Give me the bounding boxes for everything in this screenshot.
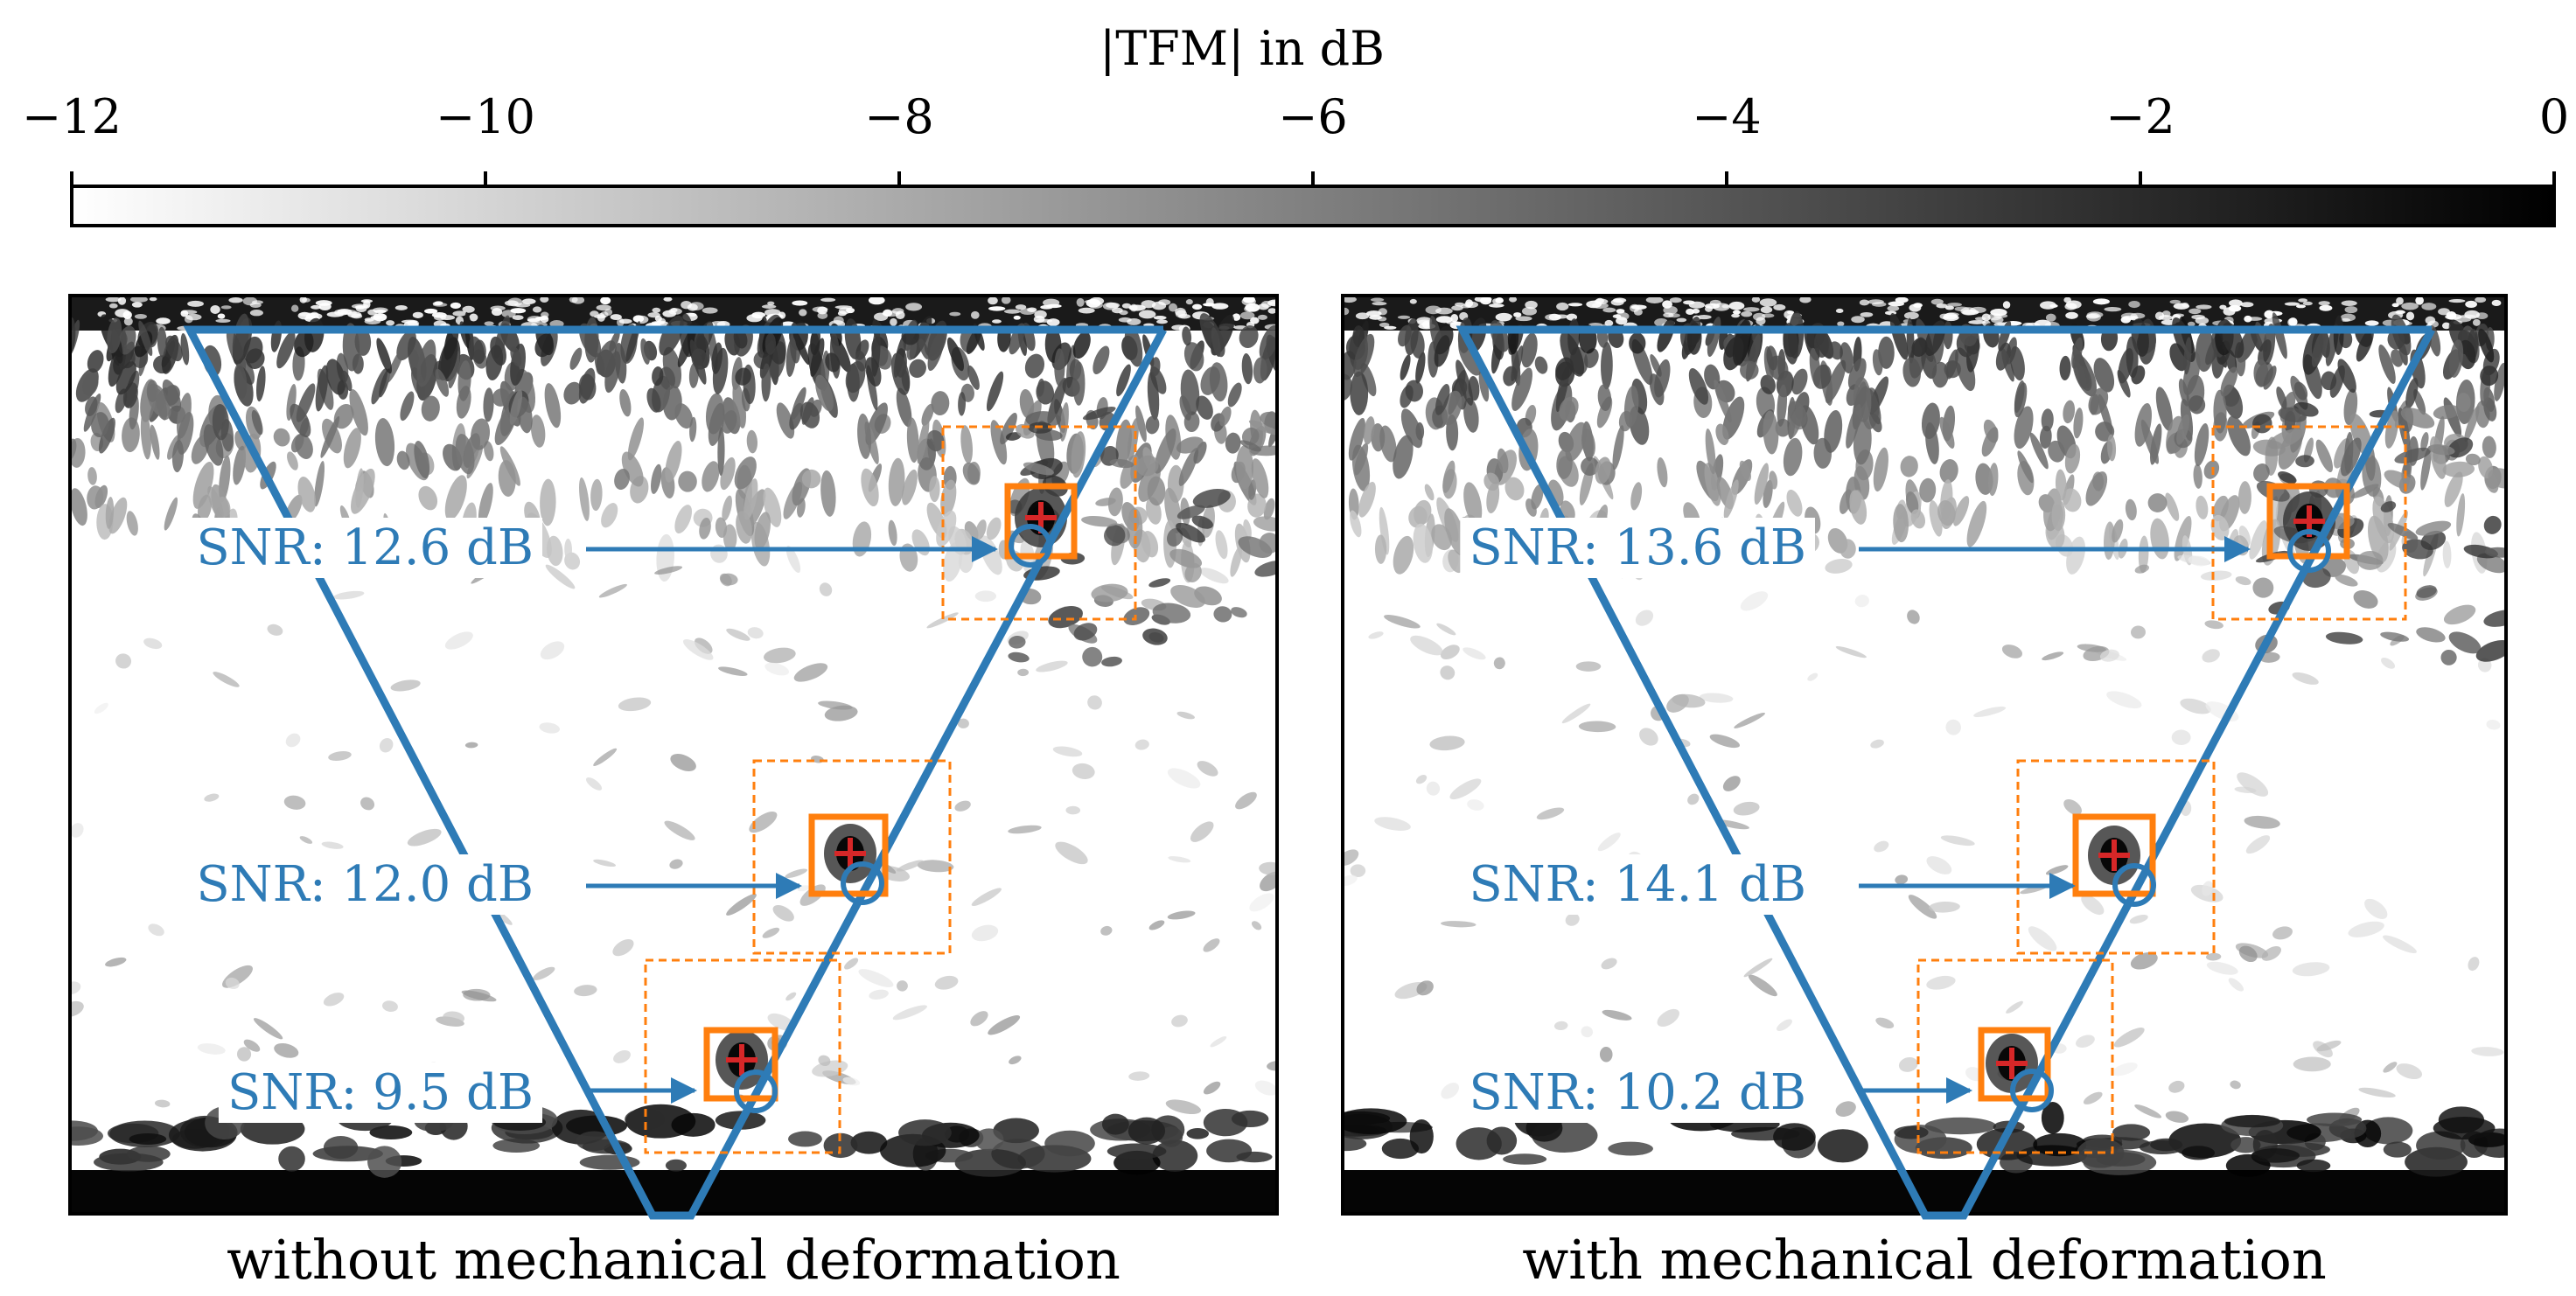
true-position-marker [726, 1044, 757, 1076]
defect-box [1004, 483, 1078, 560]
snr-label-background [1460, 854, 1815, 915]
estimated-position-marker [841, 861, 884, 905]
ray-path [1456, 325, 2435, 1220]
roi-dashed-box [752, 759, 952, 955]
roi-dashed-box [2211, 425, 2407, 621]
estimated-position-marker [1009, 524, 1052, 568]
colorbar-tick-label: −4 [1692, 89, 1762, 144]
snr-label-background [1460, 518, 1815, 578]
roi-dashed-box [644, 958, 841, 1154]
roi-dashed-box [2016, 759, 2216, 955]
estimated-position-marker [2010, 1069, 2054, 1112]
defect-box [703, 1027, 778, 1102]
true-position-marker [2098, 840, 2130, 871]
panel-with-deformation: SNR: 13.6 dB SNR: 14.1 dB SNR: 10.2 dB with… [1341, 294, 2508, 1292]
true-position-marker [834, 838, 866, 869]
colorbar-label: |TFM| in dB [1100, 21, 1385, 76]
snr-label: SNR: 9.5 dB [227, 1064, 534, 1121]
roi-dashed-box [1916, 958, 2114, 1154]
snr-label: SNR: 13.6 dB [1469, 519, 1806, 576]
roi-dashed-box [941, 425, 1137, 621]
colorbar-tick-label: 0 [2539, 89, 2569, 144]
snr-label-background [187, 854, 542, 915]
snr-label: SNR: 14.1 dB [1469, 856, 1806, 913]
estimated-position-marker [2112, 863, 2156, 907]
estimated-position-marker [2287, 529, 2331, 573]
snr-label: SNR: 12.0 dB [196, 856, 534, 913]
snr-label: SNR: 10.2 dB [1469, 1064, 1806, 1121]
panel-caption: with mechanical deformation [1522, 1228, 2327, 1292]
tfm-image [1343, 296, 2506, 1214]
snr-label: SNR: 12.6 dB [196, 519, 534, 576]
tfm-image [70, 296, 1277, 1214]
colorbar-gradient [70, 185, 2556, 227]
panel-without-deformation: SNR: 12.6 dB SNR: 12.0 dB SNR: 9.5 dB witho… [68, 294, 1279, 1292]
estimated-position-marker [734, 1070, 778, 1113]
snr-label-background [218, 1063, 542, 1123]
snr-label-background [1460, 1063, 1815, 1123]
colorbar-tick-label: −6 [1278, 89, 1348, 144]
panel-caption: without mechanical deformation [227, 1228, 1120, 1292]
snr-label-background [187, 518, 542, 578]
colorbar-tick-label: −12 [22, 89, 122, 144]
colorbar: |TFM| in dB −12 −10 −8 −6 −4 −2 0 [22, 21, 2569, 227]
true-position-marker [1996, 1048, 2028, 1079]
colorbar-tick-label: −8 [864, 89, 934, 144]
colorbar-ticks: −12 −10 −8 −6 −4 −2 0 [22, 89, 2569, 186]
colorbar-tick-label: −2 [2105, 89, 2175, 144]
defect-box [2072, 813, 2156, 897]
defect-box [2266, 483, 2350, 560]
ray-path [183, 325, 1167, 1220]
colorbar-tick-label: −10 [436, 89, 535, 144]
